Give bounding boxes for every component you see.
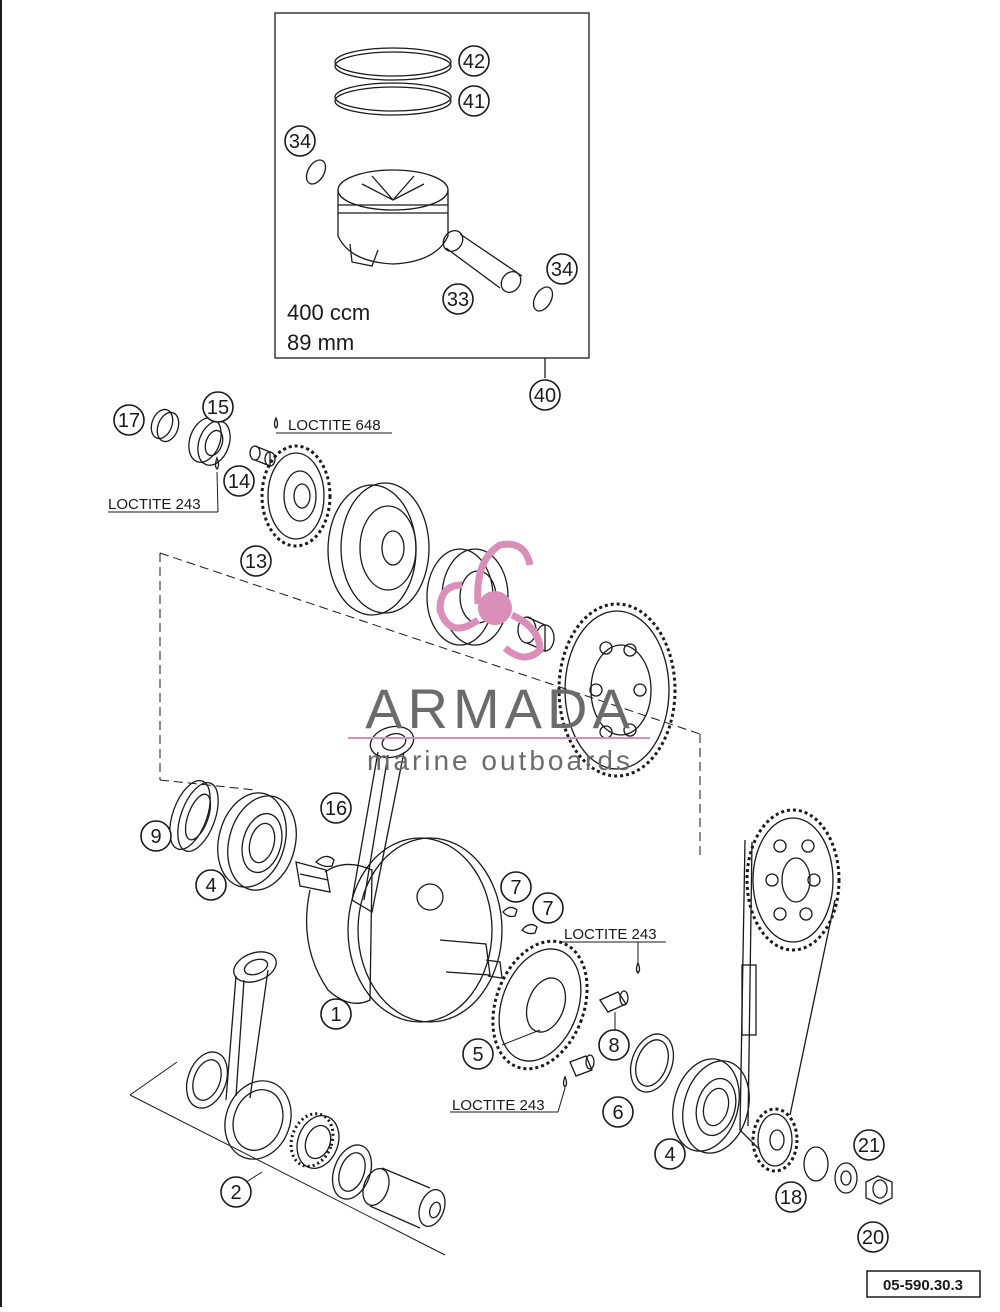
callout-1: 1 — [320, 998, 352, 1030]
shaft-bearing — [188, 417, 231, 466]
callout-34: 34 — [284, 125, 316, 157]
flywheel — [327, 482, 430, 616]
svg-text:16: 16 — [325, 798, 347, 820]
shaft-seal — [169, 780, 219, 852]
conrod-thrust-washer-left — [185, 1051, 229, 1109]
callout-41: 41 — [458, 85, 490, 117]
screw-small-top — [249, 416, 279, 467]
callout-6: 6 — [602, 1096, 634, 1128]
callout-8: 8 — [598, 1029, 630, 1061]
callout-42: 42 — [458, 45, 490, 77]
woodruff-key — [315, 855, 335, 868]
washer-sprocket — [834, 1162, 858, 1194]
callout-13: 13 — [240, 545, 272, 577]
key-b — [521, 923, 538, 935]
piston-ring-top — [334, 47, 452, 81]
callout-21: 21 — [853, 1129, 885, 1161]
drawing-code-box: 05-590.30.3 — [866, 1270, 981, 1298]
crankshaft — [295, 837, 503, 1023]
gear-primary — [491, 939, 589, 1071]
callout-markers: 42 41 34 34 33 40 17 15 14 13 16 9 4 77 1 2 5 8 6 4 21 18 20 — [113, 45, 889, 1253]
thrust-washer — [629, 1033, 675, 1093]
conrod-needle-bearing — [289, 1112, 340, 1169]
circlip-left — [305, 159, 327, 185]
svg-text:9: 9 — [150, 826, 161, 848]
svg-text:4: 4 — [205, 875, 216, 897]
svg-text:2: 2 — [230, 1182, 241, 1204]
circlip-sprocket — [803, 1146, 829, 1182]
svg-text:20: 20 — [862, 1227, 884, 1249]
note-loctite-243-low: LOCTITE 243 — [452, 1097, 545, 1114]
piston-ring-second — [334, 82, 452, 116]
watermark: ARMADA marine outboards — [348, 540, 650, 776]
callout-33: 33 — [442, 283, 474, 315]
conrod-kit-guide-lines — [129, 1061, 446, 1256]
svg-text:15: 15 — [207, 397, 229, 419]
svg-text:7: 7 — [542, 898, 553, 920]
key-a — [502, 906, 518, 918]
svg-text:40: 40 — [534, 385, 556, 407]
connecting-rod-assembled — [351, 725, 415, 914]
crank-pin — [362, 1167, 446, 1229]
conrod-thrust-washer-right — [331, 1144, 373, 1200]
svg-text:34: 34 — [289, 131, 311, 153]
callout-18: 18 — [775, 1181, 807, 1213]
watermark-brand: ARMADA — [365, 677, 635, 740]
svg-text:4: 4 — [664, 1144, 675, 1166]
seal-ring — [150, 408, 180, 443]
callout-16: 16 — [320, 792, 352, 824]
screw-primary-upper — [599, 961, 641, 1013]
callout-17: 17 — [113, 404, 145, 436]
callout-15: 15 — [202, 391, 234, 423]
circlip-right — [532, 286, 554, 312]
main-bearing-right — [672, 1058, 750, 1154]
svg-text:42: 42 — [463, 51, 485, 73]
callout-34: 34 — [546, 253, 578, 285]
callout-40: 40 — [529, 379, 561, 411]
svg-text:13: 13 — [245, 551, 267, 573]
callout-5: 5 — [462, 1038, 494, 1070]
svg-text:14: 14 — [228, 471, 250, 493]
svg-text:1: 1 — [330, 1004, 341, 1026]
timing-chain — [739, 808, 841, 1173]
note-loctite-243-top: LOCTITE 243 — [108, 496, 201, 513]
note-loctite-648: LOCTITE 648 — [288, 417, 381, 434]
main-bearing-left — [217, 792, 297, 891]
callout-4: 4 — [195, 869, 227, 901]
gear-starter-large — [557, 602, 677, 778]
callout-4: 4 — [654, 1138, 686, 1170]
watermark-tagline: marine outboards — [367, 745, 633, 776]
piston-kit-frame — [274, 12, 590, 359]
drawing-code: 05-590.30.3 — [883, 1277, 963, 1294]
callout-7: 7 — [500, 871, 532, 903]
callout-2: 2 — [220, 1176, 252, 1208]
watermark-logo-hub — [478, 591, 512, 625]
callout-7: 7 — [532, 892, 564, 924]
gear-balancer — [260, 444, 332, 548]
watermark-logo-icon — [436, 540, 544, 661]
piston-pin — [442, 229, 523, 294]
svg-text:34: 34 — [551, 259, 573, 281]
svg-text:33: 33 — [447, 289, 469, 311]
screw-primary-lower — [562, 1054, 595, 1088]
piston-bore: 89 mm — [287, 330, 354, 355]
svg-text:18: 18 — [780, 1187, 802, 1209]
callout-9: 9 — [140, 820, 172, 852]
svg-text:17: 17 — [118, 410, 140, 432]
piston — [337, 169, 449, 267]
svg-text:8: 8 — [608, 1035, 619, 1057]
collar-nut — [865, 1175, 893, 1205]
callout-14: 14 — [223, 465, 255, 497]
svg-text:6: 6 — [612, 1102, 623, 1124]
svg-text:5: 5 — [472, 1044, 483, 1066]
note-loctite-243-mid: LOCTITE 243 — [564, 926, 657, 943]
piston-displacement: 400 ccm — [287, 300, 370, 325]
connecting-rod — [224, 951, 292, 1160]
svg-text:21: 21 — [858, 1135, 880, 1157]
svg-text:7: 7 — [510, 877, 521, 899]
svg-text:41: 41 — [463, 91, 485, 113]
callout-20: 20 — [857, 1221, 889, 1253]
